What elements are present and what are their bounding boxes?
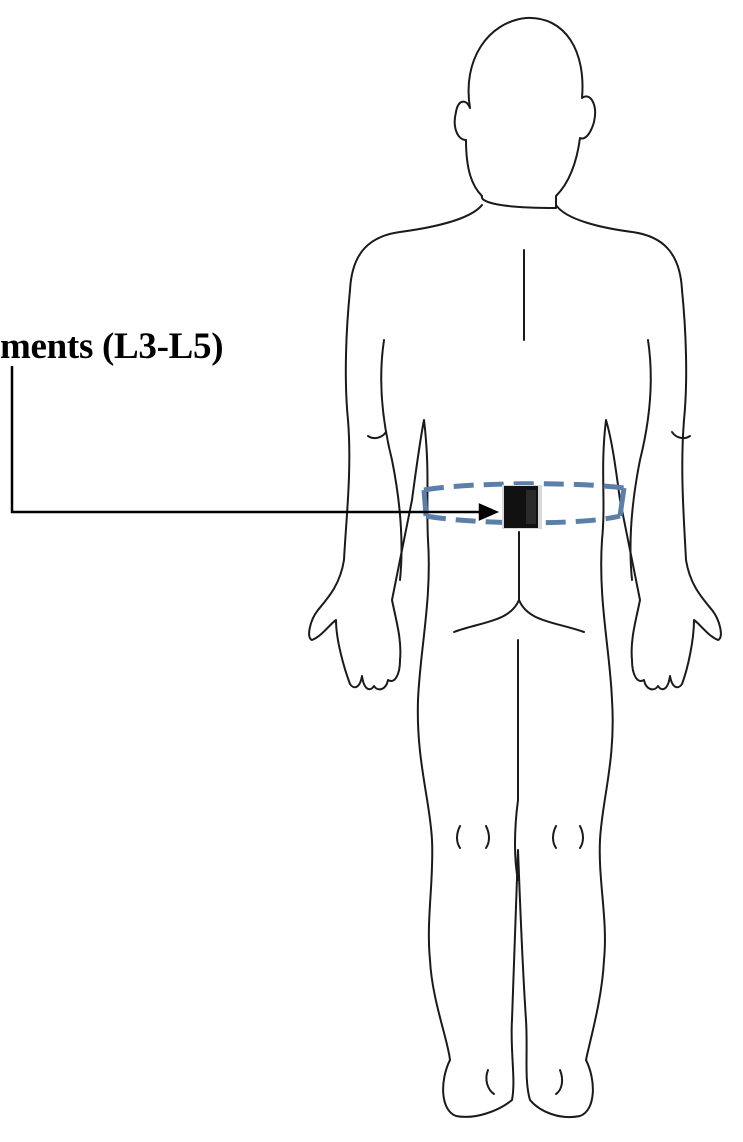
annotation-label: ments (L3-L5) bbox=[0, 325, 223, 368]
right-inner-arm bbox=[630, 340, 650, 580]
left-inner-arm bbox=[381, 340, 401, 580]
body-outline bbox=[309, 205, 721, 1117]
belt-right-end bbox=[620, 488, 624, 516]
left-knee-mark bbox=[457, 826, 489, 848]
left-ankle-mark bbox=[486, 1070, 494, 1094]
gluteal-crease bbox=[454, 600, 584, 632]
right-knee-mark bbox=[553, 826, 583, 848]
sensor-device-icon bbox=[502, 485, 542, 529]
right-ankle-mark bbox=[556, 1070, 562, 1094]
right-elbow-mark bbox=[672, 432, 690, 438]
head-outline bbox=[455, 18, 595, 208]
leg-gap bbox=[515, 640, 518, 880]
left-elbow-mark bbox=[368, 432, 386, 438]
